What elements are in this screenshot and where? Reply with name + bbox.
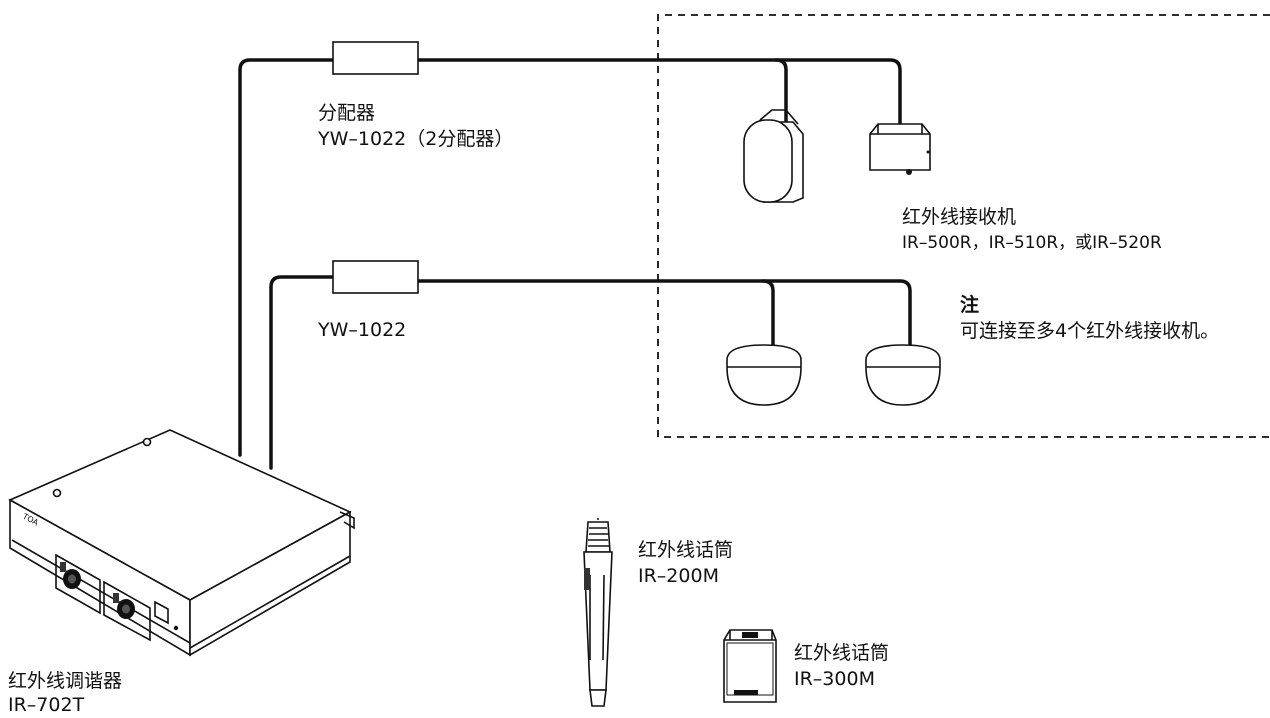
splitter-1: [332, 41, 419, 75]
ir-dome-receiver-1: [726, 344, 802, 406]
receiver-area-boundary: [657, 14, 1270, 438]
receiver-models-label: IR–500R，IR–510R，或IR–520R: [902, 233, 1162, 253]
ir-tuner-unit: TOA: [8, 429, 355, 657]
mic1-name-label: 红外线话筒: [638, 539, 734, 561]
splitter-name-label: 分配器: [318, 102, 376, 124]
lower-cable: [269, 275, 912, 470]
ir-bodypack-microphone: [723, 629, 777, 703]
note-text: 可连接至多4个红外线接收机。: [960, 320, 1220, 342]
ir-handheld-microphone: [583, 518, 613, 707]
splitter2-model-label: YW–1022: [318, 319, 407, 341]
tuner-model-label: IR–702T: [8, 694, 85, 716]
ir-dome-receiver-2: [865, 344, 941, 406]
ir-receiver-2: [869, 123, 931, 175]
tuner-name-label: 红外线调谐器: [8, 670, 123, 692]
ir-receiver-1: [743, 109, 804, 203]
splitter-2: [332, 260, 419, 294]
mic1-model-label: IR–200M: [638, 565, 719, 587]
receiver-name-label: 红外线接收机: [902, 206, 1017, 228]
mic2-name-label: 红外线话筒: [794, 642, 890, 664]
upper-cable: [238, 58, 902, 457]
splitter-model-label: YW–1022（2分配器）: [318, 128, 514, 150]
mic2-model-label: IR–300M: [794, 668, 875, 690]
note-title: 注: [960, 294, 980, 316]
